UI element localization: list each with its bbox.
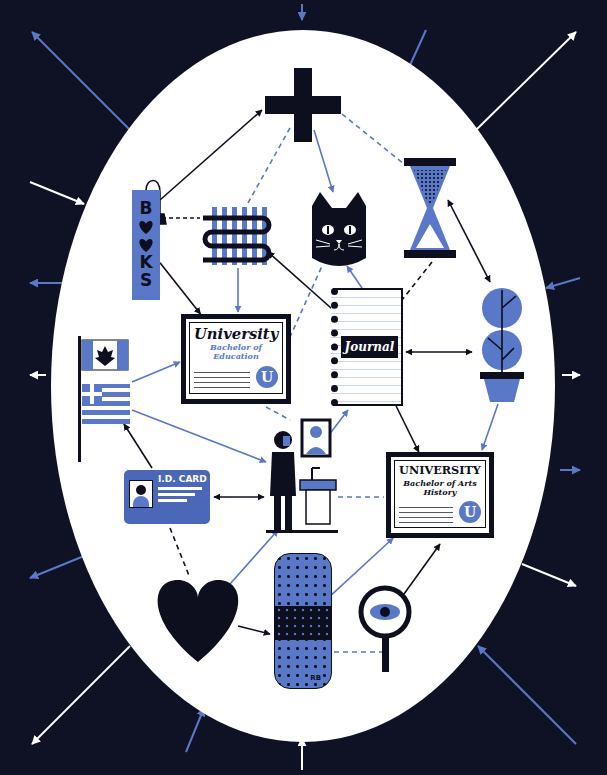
seal-letter: U (256, 366, 278, 388)
id-title: I.D. CARD (158, 474, 207, 484)
text-lines (194, 368, 250, 388)
magnifier-icon (361, 588, 409, 672)
node-dip2: UNIVERSITYBachelor of Arts HistoryU (386, 452, 494, 538)
bandage-initials: RB (310, 674, 321, 682)
plant-icon (480, 288, 524, 402)
seal-letter: U (459, 501, 481, 523)
diploma-subtitle: Bachelor of Arts History (399, 479, 481, 497)
node-dip: UniversityBachelor of EducationU (181, 314, 291, 404)
diploma-footer: U (399, 501, 481, 523)
diploma-title: University (194, 326, 278, 342)
heart-icon (158, 580, 239, 662)
heart-mark (138, 220, 154, 234)
diploma-footer: U (194, 366, 278, 388)
bookmark-letter: K (139, 254, 152, 272)
bookmark-letter: B (140, 200, 153, 218)
node-jour: Journal (331, 288, 403, 406)
radiator-icon (203, 207, 269, 265)
flags-icon (78, 336, 130, 462)
id-line (158, 493, 195, 496)
bandage-tag: RB (308, 674, 323, 682)
diploma-inner: UNIVERSITYBachelor of Arts HistoryU (394, 460, 486, 528)
bookmark-letter: S (140, 272, 152, 290)
journal-title: Journal (343, 340, 396, 354)
id-line (158, 499, 187, 502)
node-id: I.D. CARD (124, 470, 210, 524)
id-photo (129, 480, 153, 508)
hourglass-icon (404, 158, 456, 258)
person-mirror-icon (266, 420, 338, 533)
connector-arrow (332, 538, 393, 594)
white-oval (51, 30, 555, 742)
heart-mark (138, 238, 154, 252)
journal-label: Journal (341, 336, 398, 358)
diploma-title: UNIVERSITY (399, 464, 481, 478)
bandage-pad (275, 606, 331, 640)
id-photo-body (133, 496, 149, 507)
node-book: B KS (132, 190, 160, 300)
cross-icon (265, 68, 341, 142)
id-column: I.D. CARD (158, 474, 207, 502)
connector-arrow (160, 263, 200, 314)
diploma-inner: UniversityBachelor of EducationU (189, 322, 283, 394)
id-line (158, 487, 202, 490)
outer-arrows (30, 4, 580, 770)
diploma-subtitle: Bachelor of Education (194, 343, 278, 361)
text-lines (399, 503, 453, 523)
node-band: RB (274, 553, 332, 689)
id-photo-face (136, 485, 146, 495)
cat-icon (312, 192, 366, 266)
connector-arrow (396, 406, 419, 452)
